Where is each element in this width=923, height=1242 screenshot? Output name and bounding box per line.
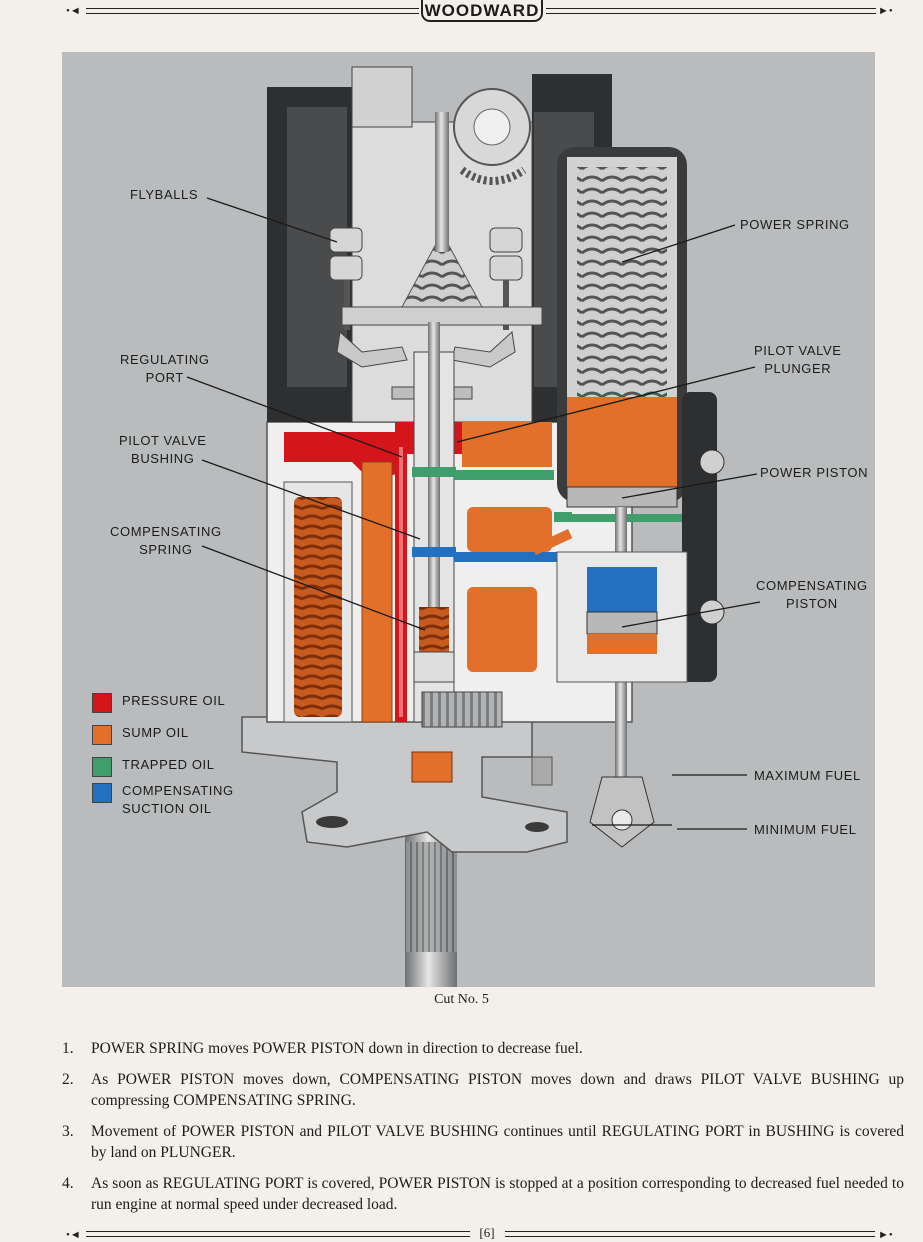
header-rule-right — [546, 8, 876, 14]
label-flyballs: FLYBALLS — [130, 187, 199, 202]
trapped-oil-passage — [454, 470, 682, 522]
sump-oil-swatch — [92, 725, 112, 745]
step-number: 3. — [62, 1123, 74, 1140]
label-maximum-fuel: MAXIMUM FUEL — [754, 768, 861, 783]
legend-label: SUMP OIL — [122, 725, 189, 740]
header-rule-left — [86, 8, 419, 14]
step-text: As soon as REGULATING PORT is covered, P… — [91, 1175, 904, 1213]
footer-rule-left — [86, 1231, 470, 1237]
legend-label: PRESSURE OIL — [122, 693, 226, 708]
pressure-oil-swatch — [92, 693, 112, 713]
rule-ornament-icon: ►• — [878, 5, 893, 17]
step-number: 1. — [62, 1040, 74, 1057]
governor-cutaway-figure: FLYBALLS REGULATING PORT PILOT VALVE BUS… — [62, 52, 875, 987]
trapped-oil-swatch — [92, 757, 112, 777]
label-compensating-spring: COMPENSATING SPRING — [110, 524, 222, 557]
leader-lines — [186, 197, 761, 830]
brand-logo: WOODWARD — [421, 0, 543, 22]
label-pilot-valve-bushing: PILOT VALVE BUSHING — [119, 433, 207, 466]
page-number: [6] — [473, 1225, 501, 1241]
list-item: 1. POWER SPRING moves POWER PISTON down … — [62, 1038, 904, 1059]
list-item: 2. As POWER PISTON moves down, COMPENSAT… — [62, 1069, 904, 1111]
label-minimum-fuel: MINIMUM FUEL — [754, 822, 857, 837]
step-text: Movement of POWER PISTON and PILOT VALVE… — [91, 1123, 904, 1161]
legend-item-trapped-oil: TRAPPED OIL — [92, 756, 215, 777]
flyball-right — [451, 227, 523, 368]
label-power-spring: POWER SPRING — [740, 217, 850, 232]
step-text: POWER SPRING moves POWER PISTON down in … — [91, 1040, 583, 1057]
step-text: As POWER PISTON moves down, COMPENSATING… — [91, 1071, 904, 1109]
legend-item-compensating-suction-oil: COMPENSATING SUCTION OIL — [92, 782, 234, 818]
rule-ornament-icon: ►• — [878, 1229, 893, 1241]
legend-item-sump-oil: SUMP OIL — [92, 724, 189, 745]
label-regulating-port: REGULATING PORT — [120, 352, 210, 385]
legend-label: COMPENSATING SUCTION OIL — [122, 783, 234, 816]
oil-passage — [361, 461, 393, 723]
legend-item-pressure-oil: PRESSURE OIL — [92, 692, 225, 713]
legend-label: TRAPPED OIL — [122, 757, 215, 772]
figure-caption: Cut No. 5 — [434, 992, 489, 1007]
governor-cutaway-illustration — [186, 66, 761, 987]
base-flange — [241, 716, 568, 853]
compensating-suction-oil-swatch — [92, 783, 112, 803]
label-compensating-piston: COMPENSATING PISTON — [756, 578, 868, 611]
power-spring — [577, 167, 667, 402]
steps-list: 1. POWER SPRING moves POWER PISTON down … — [62, 1038, 904, 1225]
power-piston — [566, 486, 678, 508]
list-item: 4. As soon as REGULATING PORT is covered… — [62, 1173, 904, 1215]
lower-gear — [421, 691, 503, 728]
flyball-left — [329, 227, 408, 368]
label-power-piston: POWER PISTON — [760, 465, 869, 480]
footer-rule-right — [505, 1231, 875, 1237]
left-spring — [294, 497, 342, 717]
rule-ornament-icon: •◄ — [66, 1229, 81, 1241]
step-number: 4. — [62, 1175, 74, 1192]
list-item: 3. Movement of POWER PISTON and PILOT VA… — [62, 1121, 904, 1163]
label-pilot-valve-plunger: PILOT VALVE PLUNGER — [754, 343, 842, 376]
rule-ornament-icon: •◄ — [66, 5, 81, 17]
step-number: 2. — [62, 1071, 74, 1088]
